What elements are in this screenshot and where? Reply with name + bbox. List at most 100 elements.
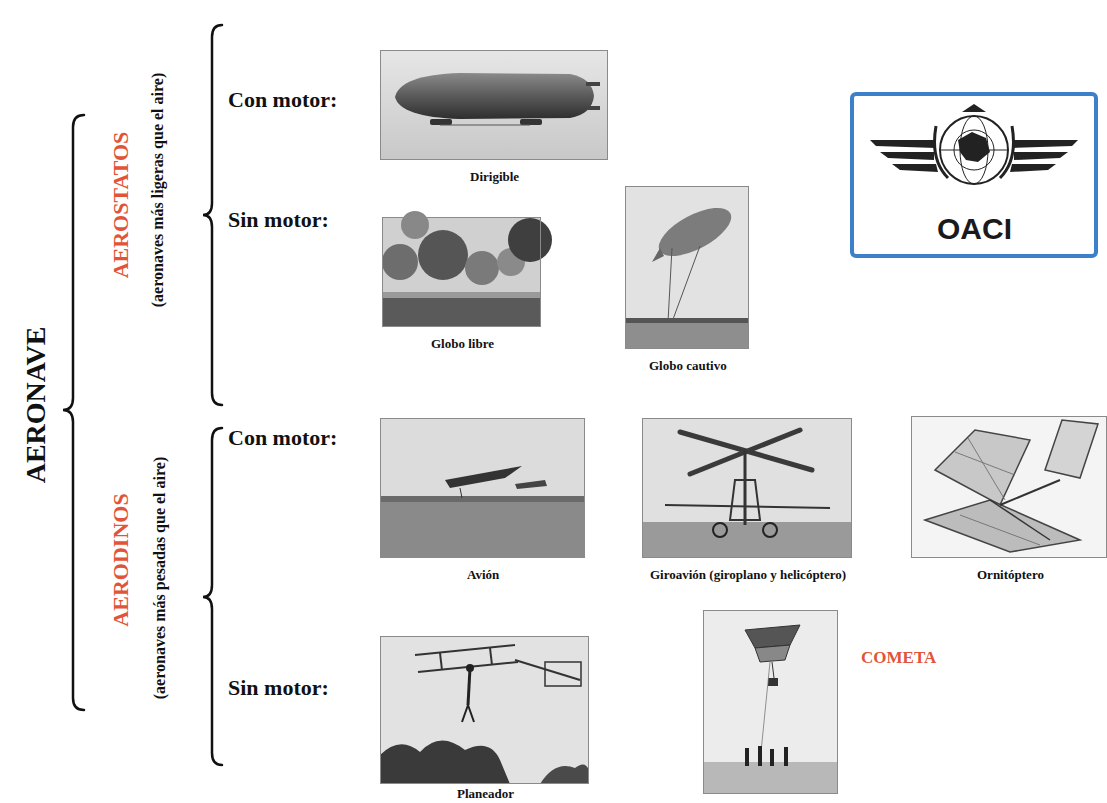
glider-photo [380, 636, 589, 784]
kite-photo-part-part [784, 747, 788, 766]
photo-caption: Avión [467, 568, 499, 582]
brace-part [63, 115, 84, 710]
photo-caption: Dirigible [470, 170, 519, 184]
free-balloon-photo-part [465, 251, 499, 285]
rotorcraft-photo [642, 418, 852, 558]
ornithopter-photo-part [925, 500, 1080, 552]
kite-photo-part [768, 678, 778, 686]
subcategory-label: Con motor: [228, 88, 337, 112]
free-balloon-photo-part [382, 244, 418, 280]
photo-frame: Giroavión (giroplano y helicóptero) [642, 418, 852, 558]
glider-photo-part [468, 705, 474, 722]
photo-caption: Globo cautivo [649, 359, 727, 373]
category-note: (aeronaves más pesadas que el aire) [151, 457, 169, 700]
rotorcraft-photo-part [665, 505, 830, 508]
category-title: AERODINOS [109, 493, 133, 626]
photo-frame: Globo libre [382, 217, 541, 327]
icao-emblem-part [940, 116, 1008, 184]
ornithopter-photo-part-part [960, 515, 1040, 545]
glider-photo-part-part [415, 645, 515, 655]
free-balloon-photo-part [508, 218, 552, 262]
airplane-photo-part [460, 488, 462, 498]
airplane-photo-part [380, 500, 585, 558]
icao-emblem-part [962, 104, 986, 112]
airplane-photo-part [380, 496, 585, 502]
rotorcraft-photo-part [763, 523, 777, 537]
kite-photo-part-part [770, 749, 774, 766]
airship-photo-part [395, 73, 594, 119]
ornithopter-photo [911, 416, 1107, 558]
airship-photo-part [440, 125, 530, 126]
airship-photo-part [586, 82, 600, 86]
free-balloon-photo-part [418, 230, 468, 280]
captive-balloon-photo [625, 186, 749, 349]
kite-photo-part [703, 762, 838, 794]
glider-photo-part [380, 636, 589, 784]
icao-emblem-part [954, 130, 994, 170]
glider-photo-part [462, 705, 468, 722]
free-balloon-photo-part [382, 292, 541, 298]
airship-photo-part [520, 119, 542, 125]
ornithopter-photo-part [1045, 420, 1098, 478]
captive-balloon-photo-part [668, 248, 672, 322]
photo-frame: Dirigible [380, 50, 608, 160]
ornithopter-photo-part [990, 500, 1050, 540]
photo-frame: Avión [380, 418, 585, 558]
icao-emblem [852, 94, 1096, 256]
captive-balloon-photo-part [625, 322, 749, 349]
ornithopter-photo-part [911, 416, 1107, 558]
brace [63, 25, 222, 765]
category-note: (aeronaves más ligeras que el aire) [149, 73, 167, 307]
glider-photo-part [380, 740, 510, 784]
rotorcraft-photo-part [730, 480, 760, 520]
caption-red: COMETA [861, 649, 936, 668]
rotorcraft-photo-part [642, 418, 852, 558]
icao-emblem-part [852, 94, 1096, 256]
logo-box: OACI [850, 92, 1098, 258]
kite-photo [703, 610, 838, 794]
rotorcraft-photo-part [744, 450, 747, 525]
glider-photo-part [540, 764, 589, 784]
airplane-photo-part [515, 480, 547, 489]
glider-photo-part-part [418, 662, 518, 672]
icao-emblem-part [870, 140, 938, 172]
glider-photo-part-part [490, 648, 492, 665]
photo-caption: Giroavión (giroplano y helicóptero) [650, 568, 846, 582]
free-balloon-photo-part [401, 211, 429, 239]
brace-part [203, 428, 222, 765]
photo-frame: Globo cautivo [625, 186, 749, 349]
captive-balloon-photo-part [625, 186, 749, 349]
kite-photo-part [745, 746, 788, 766]
glider-photo-part [545, 662, 581, 686]
airplane-photo [380, 418, 585, 558]
photo-caption: Globo libre [431, 337, 494, 351]
photo-caption: Ornitóptero [977, 568, 1044, 582]
ornithopter-photo-part-part [955, 452, 1015, 475]
airship-photo [380, 50, 608, 160]
photo-frame: Ornitóptero [911, 416, 1107, 558]
glider-photo-part [466, 664, 474, 672]
captive-balloon-photo-part [652, 248, 664, 262]
kite-photo-part [755, 645, 790, 662]
glider-photo-part-part [440, 653, 442, 670]
rotorcraft-photo-part [642, 522, 852, 558]
kite-photo-part [772, 662, 774, 678]
glider-photo-part-part [515, 660, 580, 680]
captive-balloon-photo-part [625, 318, 749, 323]
photo-caption: Planeador [457, 787, 514, 801]
airship-photo-part [430, 119, 452, 125]
icao-emblem-part [935, 126, 1014, 178]
ornithopter-photo-part [935, 430, 1030, 505]
airplane-photo-part [445, 466, 522, 488]
ornithopter-photo-part-part [968, 438, 1005, 500]
kite-photo-part-part [758, 746, 762, 766]
glider-photo-part [468, 668, 470, 705]
kite-photo-part-part [745, 748, 749, 766]
photo-frame: COMETA [703, 610, 838, 794]
airship-photo-part [586, 106, 600, 110]
subcategory-label: Sin motor: [228, 676, 329, 700]
captive-balloon-photo-part [672, 246, 700, 322]
subcategory-label: Sin motor: [228, 208, 329, 232]
rotorcraft-photo-part [713, 523, 727, 537]
